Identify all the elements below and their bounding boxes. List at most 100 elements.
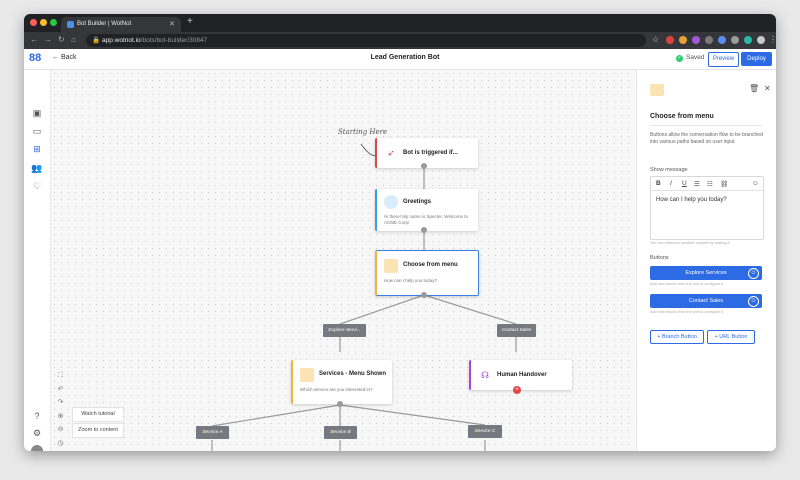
reload-icon[interactable]: ↻ (58, 35, 65, 44)
node-title: Services - Menu Shown (319, 371, 387, 377)
choose-from-menu-node[interactable]: Choose from menu How can I help you toda… (375, 250, 479, 296)
button-hint: Add new blocks from the port to configur… (650, 282, 724, 286)
url-host: app.wotnot.io (102, 37, 141, 44)
new-tab-button[interactable]: + (187, 16, 193, 27)
node-title: Human Handover (497, 372, 547, 378)
extension-icon[interactable] (718, 36, 726, 44)
undo-icon[interactable]: ↶ (57, 386, 64, 393)
zoom-out-icon[interactable]: ⊖ (57, 426, 64, 433)
bookmark-star-icon[interactable]: ☆ (652, 35, 660, 44)
emoji-icon[interactable]: ☺ (748, 296, 759, 307)
extension-icon[interactable] (705, 36, 713, 44)
extension-icon[interactable] (666, 36, 674, 44)
menu-icon (650, 84, 664, 96)
branch-tag[interactable]: Service B (324, 426, 357, 439)
deploy-button[interactable]: Deploy (741, 52, 772, 66)
lock-icon: 🔒 (92, 37, 101, 44)
node-title: Greetings (403, 199, 432, 205)
button-label: Explore Services (685, 270, 727, 276)
tab-close-icon[interactable]: ✕ (169, 21, 175, 28)
back-label: Back (60, 54, 77, 61)
trigger-node[interactable]: ➶ Bot is triggered if... (375, 138, 478, 168)
buttons-label: Buttons (650, 255, 669, 261)
node-port[interactable] (337, 401, 343, 407)
back-button[interactable]: ← Back (52, 54, 77, 61)
node-port[interactable] (421, 227, 427, 233)
contact-sales-button[interactable]: Contact Sales ☺ (650, 294, 762, 308)
url-field[interactable]: 🔒 app.wotnot.io/bots/bot-builder/30847 (86, 34, 646, 47)
extension-icon[interactable] (692, 36, 700, 44)
menu-icon (384, 259, 398, 273)
integrations-icon[interactable]: ♡ (32, 181, 42, 191)
message-text: How can I help you today? (656, 197, 727, 203)
button-hint: Add new blocks from the port to configur… (650, 310, 724, 314)
watch-tutorial-button[interactable]: Watch tutorial (72, 407, 124, 422)
numbered-list-icon[interactable]: ☷ (707, 181, 713, 188)
branch-tag[interactable]: Service A (196, 426, 229, 439)
branch-button-label: Branch Button (661, 334, 697, 340)
add-branch-button[interactable]: + Branch Button (650, 330, 704, 344)
bot-builder-icon[interactable]: ⊞ (33, 144, 41, 154)
zoom-to-content-button[interactable]: Zoom to content (72, 423, 124, 438)
properties-panel: 🗑 ✕ Choose from menu Buttons allow the c… (636, 70, 776, 451)
underline-icon[interactable]: U (682, 180, 687, 187)
human-handover-node[interactable]: ☊ Human Handover (469, 360, 572, 390)
close-window-icon[interactable] (30, 19, 37, 26)
emoji-icon[interactable]: ☺ (752, 180, 759, 187)
add-url-button[interactable]: + URL Button (707, 330, 755, 344)
home-icon[interactable]: ⌂ (71, 35, 76, 44)
node-title: Choose from menu (403, 262, 458, 268)
extension-icon[interactable] (744, 36, 752, 44)
preview-button[interactable]: Preview (708, 52, 739, 67)
forward-arrow-icon[interactable]: → (44, 35, 52, 44)
extension-icon[interactable] (731, 36, 739, 44)
chat-bubble-icon (384, 195, 398, 209)
maximize-window-icon[interactable] (50, 19, 57, 26)
button-label: Contact Sales (688, 298, 724, 304)
help-icon[interactable]: ? (34, 411, 40, 421)
branch-tag[interactable]: Explore Servi... (323, 324, 366, 337)
message-editor[interactable]: B I U ☰ ☷ ⛓ ☺ How can I help you today? (650, 176, 764, 240)
explore-services-button[interactable]: Explore Services ☺ (650, 266, 762, 280)
link-icon[interactable]: ⛓ (720, 181, 729, 188)
dashboard-icon[interactable]: ▣ (32, 108, 42, 118)
browser-tab[interactable]: Bot Builder | WotNot ✕ (61, 17, 181, 32)
zoom-in-icon[interactable]: ⊕ (57, 413, 64, 420)
left-sidebar: ▣ ▭ ⊞ 👥 ♡ ? ⚙ (24, 70, 51, 451)
branch-tag[interactable]: Service C (468, 425, 502, 438)
menu-kebab-icon[interactable]: ⋮ (769, 35, 776, 44)
history-icon[interactable]: ◷ (57, 440, 64, 447)
tab-bar: Bot Builder | WotNot ✕ + (24, 14, 776, 32)
settings-gear-icon[interactable]: ⚙ (32, 428, 42, 438)
tab-title: Bot Builder | WotNot (77, 21, 132, 27)
profile-avatar[interactable] (757, 36, 765, 44)
close-icon[interactable]: ✕ (764, 84, 771, 93)
italic-icon[interactable]: I (670, 180, 672, 187)
saved-label: Saved (686, 54, 705, 61)
avatar[interactable] (31, 445, 43, 451)
extension-icon[interactable] (679, 36, 687, 44)
node-port[interactable] (421, 163, 427, 169)
emoji-icon[interactable]: ☺ (748, 268, 759, 279)
chat-icon[interactable]: ▭ (32, 126, 42, 136)
node-description: Hi there! My name is Specter. Welcome to… (384, 214, 468, 225)
address-bar: ← → ↻ ⌂ 🔒 app.wotnot.io/bots/bot-builder… (24, 32, 776, 49)
fit-screen-icon[interactable]: ⛶ (58, 372, 63, 379)
node-port[interactable] (421, 292, 427, 298)
bold-icon[interactable]: B (656, 180, 661, 187)
trash-icon[interactable]: 🗑 (749, 84, 760, 93)
redo-icon[interactable]: ↷ (57, 399, 64, 406)
cursor-icon: ➶ (387, 148, 395, 158)
add-block-icon[interactable]: + (513, 386, 521, 394)
greetings-node[interactable]: Greetings Hi there! My name is Specter. … (375, 189, 478, 231)
services-menu-node[interactable]: Services - Menu Shown Which service are … (291, 360, 392, 404)
branch-tag[interactable]: Contact Sales (497, 324, 536, 337)
users-icon[interactable]: 👥 (31, 163, 43, 173)
wotnot-logo-icon[interactable]: 88 (29, 52, 42, 64)
minimize-window-icon[interactable] (40, 19, 47, 26)
bullet-list-icon[interactable]: ☰ (694, 181, 700, 188)
panel-description: Buttons allow the conversation flow to b… (650, 132, 763, 145)
flow-canvas[interactable]: Starting Here ➶ Bot is triggered if... G… (51, 70, 635, 451)
back-arrow-icon[interactable]: ← (30, 35, 38, 44)
panel-title: Choose from menu (650, 113, 714, 120)
